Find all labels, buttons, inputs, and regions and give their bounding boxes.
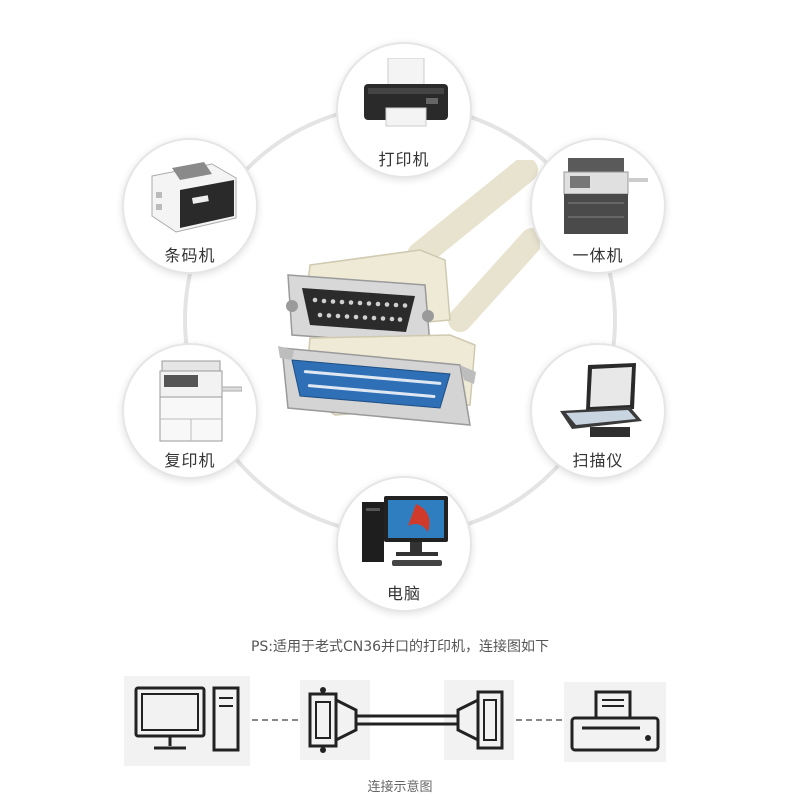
dashed-link-right bbox=[516, 719, 562, 721]
device-node-computer: 电脑 bbox=[336, 476, 472, 612]
printer-icon bbox=[570, 690, 660, 752]
inkjet-printer-icon bbox=[364, 58, 448, 127]
desktop-computer-icon bbox=[362, 496, 448, 566]
device-label-copier: 复印机 bbox=[164, 451, 216, 470]
diagram-panel-computer bbox=[124, 676, 250, 766]
device-label-scanner: 扫描仪 bbox=[572, 451, 624, 470]
cable-line-icon bbox=[370, 714, 448, 726]
db25-connector-icon bbox=[308, 687, 370, 753]
copier-machine-icon bbox=[159, 360, 242, 442]
device-label-all-in-one: 一体机 bbox=[572, 246, 624, 265]
all-in-one-machine-icon bbox=[563, 158, 648, 234]
device-node-all-in-one: 一体机 bbox=[530, 138, 666, 274]
diagram-panel-cn36 bbox=[444, 680, 514, 760]
device-label-computer: 电脑 bbox=[386, 584, 421, 603]
diagram-panel-printer bbox=[564, 682, 666, 762]
parallel-cable-icon bbox=[278, 160, 540, 426]
computer-icon bbox=[134, 686, 240, 752]
compatibility-note: PS:适用于老式CN36并口的打印机，连接图如下 bbox=[250, 639, 550, 655]
diagram-panel-db25 bbox=[300, 680, 370, 760]
device-node-barcode: 条码机 bbox=[122, 138, 258, 274]
device-node-printer: 打印机 bbox=[336, 42, 472, 178]
cn36-connector-icon bbox=[444, 690, 504, 750]
barcode-printer-icon bbox=[151, 162, 237, 233]
device-label-barcode: 条码机 bbox=[164, 246, 216, 265]
device-node-scanner: 扫描仪 bbox=[530, 343, 666, 479]
dashed-link-left bbox=[252, 719, 298, 721]
device-node-copier: 复印机 bbox=[122, 343, 258, 479]
flatbed-scanner-icon bbox=[560, 363, 642, 437]
diagram-caption: 连接示意图 bbox=[367, 780, 433, 795]
device-label-printer: 打印机 bbox=[378, 150, 430, 169]
